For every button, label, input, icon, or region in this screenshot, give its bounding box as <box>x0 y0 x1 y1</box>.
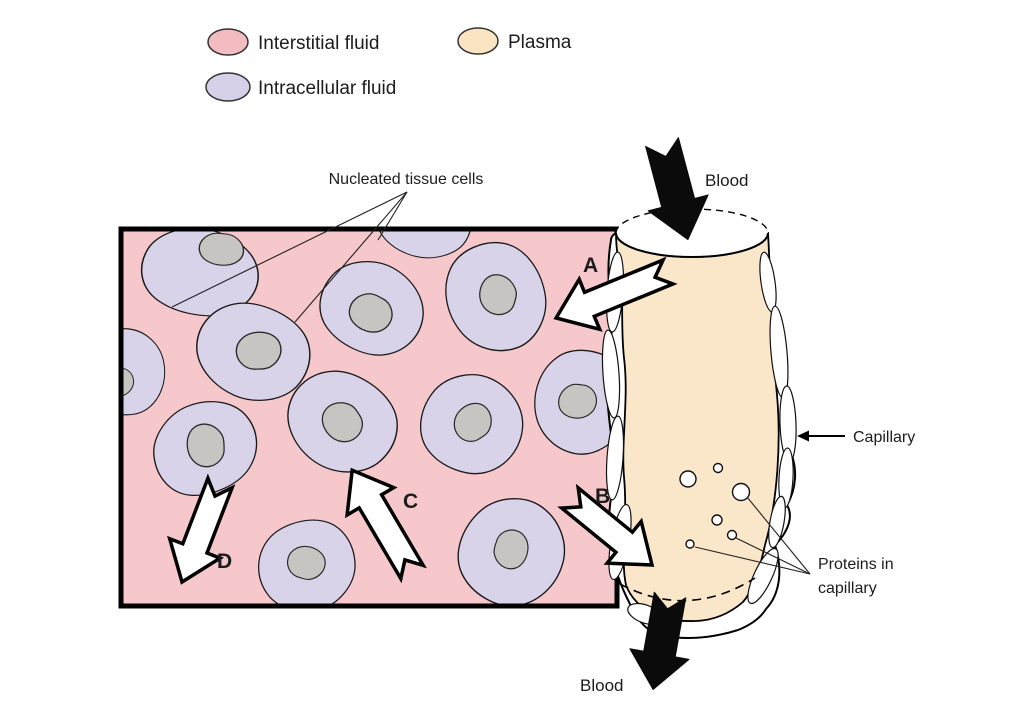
legend-label-interstitial: Interstitial fluid <box>258 33 379 54</box>
capillary-back-rim <box>615 208 769 234</box>
blood-bottom-label: Blood <box>580 676 623 695</box>
legend: Interstitial fluid Plasma Intracellular … <box>205 27 572 102</box>
pointer-lines <box>171 191 845 575</box>
flow-label-d: D <box>217 550 232 573</box>
capillary <box>601 208 797 639</box>
capillary-label: Capillary <box>853 429 915 446</box>
blood-out-arrow <box>629 591 690 690</box>
legend-label-plasma: Plasma <box>508 32 572 53</box>
flow-arrow-a <box>553 256 678 332</box>
proteins-label-line2: capillary <box>818 580 877 597</box>
flow-arrow-d <box>167 473 236 585</box>
protein-particle <box>711 514 723 526</box>
capillary-wall-cell <box>605 415 625 501</box>
nucleated-tissue-cells-label: Nucleated tissue cells <box>329 171 484 188</box>
flow-label-c: C <box>403 490 418 513</box>
nucleated-cells-pointer <box>377 191 408 241</box>
protein-particle <box>731 482 751 502</box>
protein-pointer <box>746 496 811 575</box>
proteins-in-capillary <box>679 462 751 549</box>
capillary-pointer-arrow <box>797 430 845 442</box>
blood-in-arrow <box>645 137 709 241</box>
capillary-wall-cell <box>768 495 786 549</box>
protein-pointer <box>735 537 811 575</box>
protein-particle <box>685 539 695 549</box>
capillary-top-opening <box>616 209 768 257</box>
flow-label-a: A <box>583 254 598 277</box>
legend-label-intracellular: Intracellular fluid <box>258 78 396 99</box>
text-labels: Nucleated tissue cells Blood Blood Capil… <box>217 171 915 695</box>
protein-particle <box>712 462 724 474</box>
legend-swatch-plasma <box>457 27 499 55</box>
protein-particle <box>679 470 697 488</box>
flow-arrow-c <box>344 467 427 584</box>
nucleated-cells-pointer <box>171 191 408 308</box>
legend-swatch-intracellular <box>205 72 251 102</box>
legend-swatch-interstitial <box>207 28 249 56</box>
flow-arrows <box>167 137 709 690</box>
proteins-label-line1: Proteins in <box>818 556 894 573</box>
capillary-front-rim <box>615 232 769 258</box>
capillary-wall-cell <box>601 329 621 419</box>
blood-top-label: Blood <box>705 171 748 190</box>
flow-arrow-b <box>557 483 655 567</box>
nucleated-cells-pointer <box>294 191 408 323</box>
protein-particle <box>726 529 738 541</box>
flow-label-b: B <box>595 485 610 508</box>
protein-pointer <box>694 546 811 575</box>
capillary-wall-cell <box>747 547 779 605</box>
capillary-bottom-rim <box>619 577 756 602</box>
